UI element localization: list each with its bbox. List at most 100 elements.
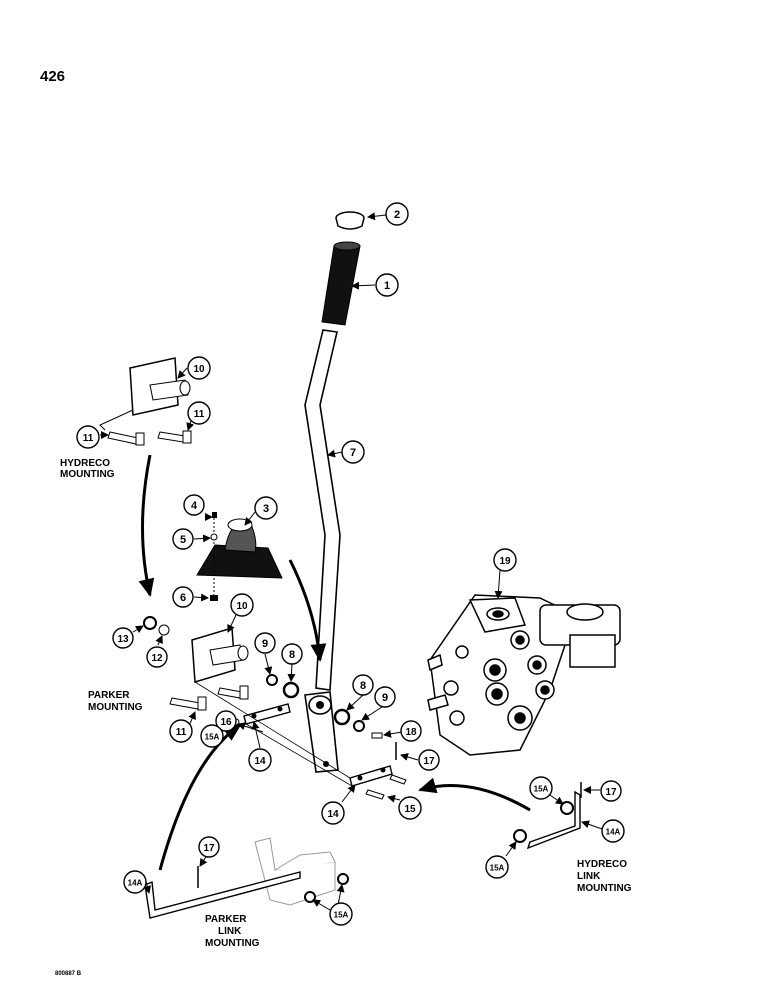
svg-text:4: 4: [191, 500, 198, 512]
callout-14A-hydreco: 14A: [601, 819, 625, 843]
pins-item-15: [365, 774, 407, 800]
assembly-arrows: [138, 454, 531, 871]
svg-text:15A: 15A: [490, 864, 505, 873]
callout-1: 1: [375, 273, 399, 297]
callout-15A-parker-link: 15A: [329, 902, 353, 926]
callout-19: 19: [493, 548, 517, 572]
callout-11-hydreco-left: 11: [76, 425, 100, 449]
svg-text:7: 7: [350, 447, 356, 459]
callout-2: 2: [385, 202, 409, 226]
handle-grip: [321, 241, 361, 326]
bolt-item-11-parker-b: [217, 685, 249, 700]
nut-item-13: [143, 616, 157, 630]
svg-text:16: 16: [220, 717, 232, 728]
washer-item-15A-hydreco-upper: [560, 801, 574, 815]
svg-text:10: 10: [236, 601, 248, 612]
callout-8-left: 8: [281, 643, 303, 665]
callout-9-left: 9: [254, 632, 276, 654]
washer-item-8-right: [333, 708, 351, 726]
svg-text:LINK: LINK: [577, 871, 601, 882]
washer-item-8-left: [282, 681, 300, 699]
svg-text:3: 3: [263, 503, 269, 515]
reference-lines: [194, 681, 353, 787]
callout-17-parker: 17: [198, 836, 220, 858]
callout-14-upper: 14: [248, 748, 272, 772]
washer-item-15A-parker-upper: [337, 873, 349, 885]
svg-text:6: 6: [180, 592, 186, 604]
clip-item-9-left: [266, 674, 278, 686]
callout-15: 15: [398, 796, 422, 820]
parker-bracket: [191, 627, 249, 683]
callout-4: 4: [183, 494, 205, 516]
callout-15A-hydreco-lower: 15A: [485, 855, 509, 879]
svg-text:5: 5: [180, 534, 186, 546]
bolt-item-11-parker-a: [169, 696, 207, 711]
callout-9-right: 9: [374, 686, 396, 708]
washer-item-5: [210, 533, 218, 541]
svg-text:LINK: LINK: [218, 926, 242, 937]
svg-text:14A: 14A: [606, 828, 621, 837]
svg-text:14: 14: [254, 756, 266, 767]
callout-18: 18: [400, 720, 422, 742]
callout-10-parker: 10: [230, 593, 254, 617]
callout-13: 13: [112, 627, 134, 649]
callout-3: 3: [254, 496, 278, 520]
caption-hydreco-mounting: HYDRECO MOUNTING: [60, 458, 115, 480]
page-number: 426: [40, 68, 66, 85]
svg-text:1: 1: [384, 280, 390, 292]
bolt-item-4: [212, 512, 217, 600]
svg-text:10: 10: [193, 364, 205, 375]
hydreco-link-rod: [526, 790, 581, 850]
svg-text:14: 14: [327, 809, 339, 820]
bolt-item-11-left: [107, 431, 145, 446]
svg-text:MOUNTING: MOUNTING: [205, 938, 260, 949]
parker-link-bracket: [254, 837, 336, 906]
svg-text:MOUNTING: MOUNTING: [577, 883, 632, 894]
control-valve: [427, 594, 621, 756]
svg-text:18: 18: [405, 727, 417, 738]
nut-item-6: [210, 595, 218, 601]
callout-15A-parker-mounting: 15A: [200, 724, 224, 748]
svg-text:11: 11: [83, 433, 94, 444]
leader-lines: [100, 212, 606, 911]
lever-boot: [196, 518, 283, 579]
parker-link-rod: [144, 871, 301, 919]
clip-item-9-right: [353, 720, 365, 732]
svg-text:15A: 15A: [534, 785, 549, 794]
callout-10-hydreco: 10: [187, 356, 211, 380]
svg-text:HYDRECO: HYDRECO: [60, 458, 110, 469]
caption-parker-mounting: PARKER MOUNTING: [88, 690, 143, 713]
svg-text:12: 12: [151, 653, 163, 664]
svg-text:17: 17: [203, 843, 215, 854]
callout-11-parker: 11: [169, 719, 193, 743]
svg-text:17: 17: [605, 787, 617, 798]
svg-text:11: 11: [176, 727, 187, 738]
svg-text:8: 8: [289, 649, 295, 661]
callout-12: 12: [146, 646, 168, 668]
svg-text:15: 15: [404, 804, 416, 815]
callout-17-center: 17: [418, 749, 440, 771]
svg-text:13: 13: [117, 634, 129, 645]
hydreco-bracket: [99, 357, 191, 431]
link-plate-item-14-upper: [243, 703, 291, 725]
washer-item-12: [158, 624, 170, 636]
bolt-item-11-right: [157, 430, 192, 444]
svg-text:MOUNTING: MOUNTING: [88, 702, 143, 713]
washer-item-15A-hydreco-lower: [513, 829, 527, 843]
svg-text:9: 9: [262, 638, 268, 650]
cap: [335, 211, 365, 230]
callout-16: 16: [215, 710, 237, 732]
pin-item-18: [371, 732, 383, 739]
lever-rod: [304, 329, 341, 691]
svg-text:8: 8: [360, 680, 366, 692]
svg-text:PARKER: PARKER: [205, 914, 247, 925]
caption-parker-link-mounting: PARKER LINK MOUNTING: [205, 914, 260, 949]
svg-text:9: 9: [382, 692, 388, 704]
callout-11-hydreco-right: 11: [187, 401, 211, 425]
svg-text:14A: 14A: [128, 879, 143, 888]
svg-text:2: 2: [394, 209, 400, 221]
callout-17-hydreco: 17: [600, 780, 622, 802]
callout-6: 6: [172, 586, 194, 608]
svg-text:15A: 15A: [334, 911, 349, 920]
